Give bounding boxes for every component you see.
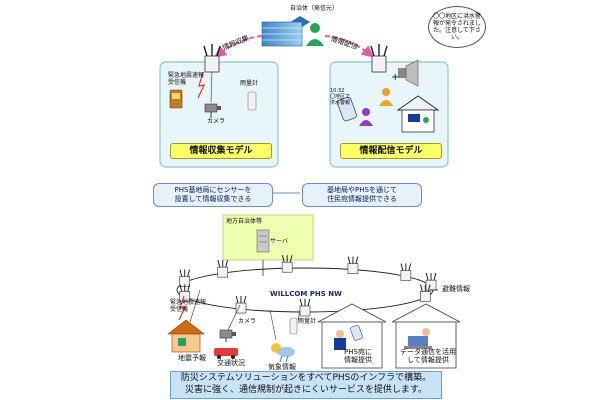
house-icon [167, 319, 205, 353]
house-phs-icon [317, 303, 387, 369]
house-data-icon [391, 303, 461, 369]
base-station-icon [235, 295, 247, 314]
data-info-label: データ通信を活用 して情報提供 [400, 348, 456, 364]
camera-icon [219, 329, 236, 342]
base-station-icon [347, 256, 359, 274]
phone-screen-text: 10:32 〇地区で 洪水警報 [330, 88, 351, 106]
quake-forecast-label: 地震予報 [178, 354, 206, 362]
collect-link [210, 71, 213, 103]
base-station-icon [281, 255, 293, 273]
rain-gauge-icon [289, 317, 298, 335]
resident-person-icon [359, 108, 373, 126]
network-base-stations [179, 255, 437, 317]
resident-person-icon [379, 88, 393, 106]
municipality-building-icon [261, 16, 310, 47]
camera-bottom-label: カメラ [238, 318, 257, 325]
network-label: WILLCOM PHS NW [270, 290, 342, 298]
summary-banner: 防災システムソリューションをすべてPHSのインフラで構築。 災害に強く、通信規制… [170, 371, 442, 399]
delivery-model-panel [329, 61, 449, 168]
base-station-icon [400, 263, 412, 281]
local-gov-label: 地方自治体等 [226, 218, 263, 225]
camera-label: カメラ [207, 118, 226, 125]
base-station-icon [299, 298, 311, 317]
weather-icon [271, 343, 295, 363]
link-line [269, 309, 277, 341]
rain-gauge-icon [247, 91, 257, 111]
callout-deliver: 基地局やPHSを通じて 住民宛情報提供できる [302, 183, 422, 207]
base-station-icon [370, 44, 388, 73]
weather-label: 気象情報 [268, 363, 296, 371]
quake-receiver-icon [169, 89, 183, 109]
link-line [297, 309, 301, 321]
callout-collect: PHS基地局にセンサーを 設置して情報収集できる [153, 183, 273, 207]
base-station-icon [203, 44, 221, 73]
lightning-icon [197, 71, 206, 99]
house-icon [396, 95, 440, 133]
base-station-icon [179, 284, 191, 302]
delivery-model-title: 情報配信モデル [340, 143, 442, 159]
banner-line-1: 防災システムソリューションをすべてPHSのインフラで構築。 [180, 373, 432, 383]
banner-line-2: 災害に強く、通信規制が起きにくいサービスを提供します。 [185, 385, 427, 395]
base-station-icon [419, 284, 431, 302]
camera-icon [204, 103, 221, 118]
warning-bubble: 〇〇地区に洪水警報が発令されました。注意して下さい。 [428, 6, 486, 48]
evac-info-label: 避難情報 [442, 285, 470, 293]
municipality-person-icon [306, 23, 324, 46]
quake-receiver-label: 緊急地震速報 受信機 [168, 72, 205, 86]
traffic-label: 交通状況 [217, 359, 245, 367]
plus-sign: + [391, 72, 399, 83]
rain-gauge-label: 雨量計 [240, 80, 259, 87]
collection-model-title: 情報収集モデル [170, 143, 272, 159]
server-label: サーバ [270, 238, 288, 245]
phs-info-label: PHS宛に 情報提供 [344, 348, 372, 364]
link-line [227, 304, 241, 331]
quake-receiver-bottom-label: 緊急地震速報 受信機 [170, 299, 207, 313]
base-station-icon [217, 260, 229, 278]
loudspeaker-icon [398, 59, 419, 87]
link-line [189, 289, 201, 323]
collect-arrow [214, 35, 263, 58]
base-station-icon [425, 273, 437, 291]
municipality-label: 自治体（発信元） [290, 5, 339, 12]
traffic-car-icon [214, 348, 238, 359]
deliver-arrow [324, 35, 374, 58]
lightning-icon [178, 295, 187, 321]
base-station-icon [179, 269, 191, 287]
mobile-phone-icon [337, 96, 357, 122]
rain-gauge-bottom-label: 雨量計 [298, 318, 317, 325]
server-area [222, 214, 314, 261]
